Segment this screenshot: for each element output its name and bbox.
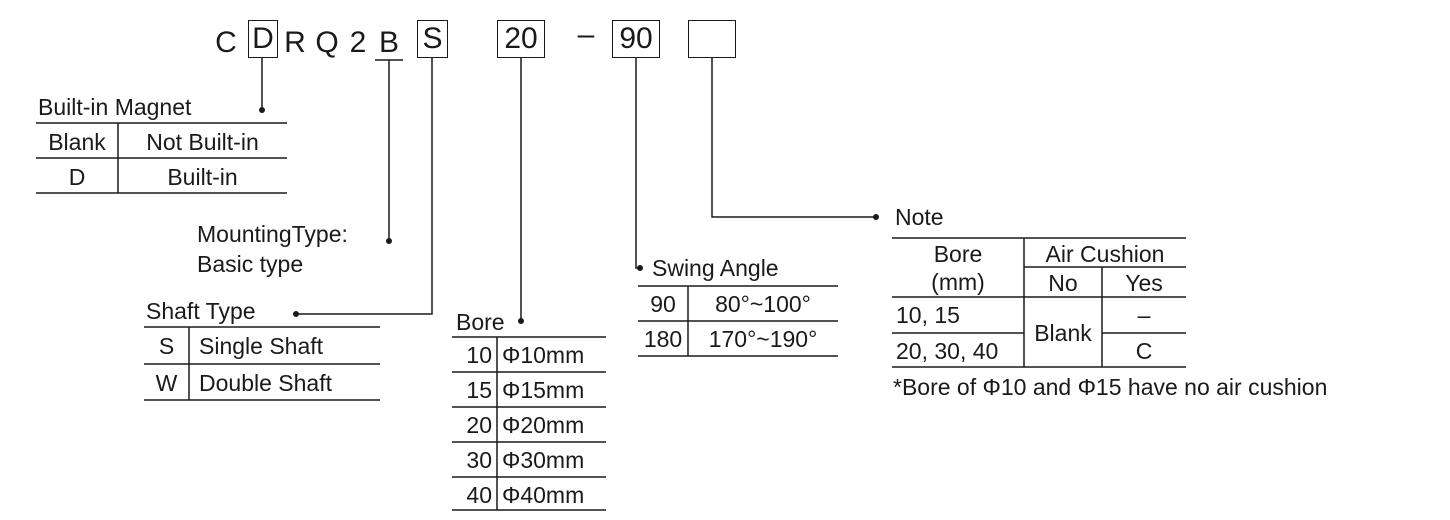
code-letter-r: R — [284, 26, 306, 59]
swing-title: Swing Angle — [652, 255, 779, 281]
code-box-magnet — [248, 20, 278, 58]
code-letter-b: B — [378, 26, 399, 59]
bore-desc: Φ40mm — [502, 482, 585, 508]
note-row-bore: 10, 15 — [896, 302, 960, 328]
bore-code: 40 — [466, 482, 492, 508]
note-yes-value: C — [1135, 338, 1153, 364]
note-no-header: No — [1048, 270, 1078, 296]
shaft-code: S — [158, 333, 175, 359]
dot-mounting — [386, 238, 392, 244]
bore-title: Bore — [456, 309, 505, 335]
magnet-code: D — [68, 164, 86, 190]
code-box-shaft — [417, 20, 448, 58]
dot-shaft — [293, 311, 299, 317]
bore-desc: Φ30mm — [502, 447, 585, 473]
dot-bore — [518, 318, 524, 324]
bore-code: 20 — [466, 412, 492, 438]
note-bore-header: Bore — [933, 241, 983, 267]
magnet-desc: Built-in — [167, 164, 238, 190]
code-letter-q: Q — [315, 26, 339, 59]
note-bore-unit: (mm) — [931, 269, 985, 295]
swing-desc: 170°~190° — [708, 326, 818, 352]
shaft-desc: Double Shaft — [199, 370, 332, 396]
shaft-code: W — [155, 370, 178, 396]
bore-code: 10 — [466, 342, 492, 368]
code-box-bore — [497, 20, 545, 58]
code-letter-2: 2 — [349, 26, 367, 59]
bore-desc: Φ15mm — [502, 377, 585, 403]
bore-desc: Φ20mm — [502, 412, 585, 438]
note-no-value: Blank — [1034, 320, 1092, 346]
dot-note — [873, 214, 879, 220]
mounting-value: Basic type — [197, 251, 304, 277]
note-row-bore: 20, 30, 40 — [896, 338, 999, 364]
code-letter-d: D — [252, 22, 274, 55]
code-dash: – — [577, 18, 595, 51]
code-letter-c: C — [215, 26, 237, 59]
bore-desc: Φ10mm — [502, 342, 585, 368]
dot-magnet — [259, 107, 265, 113]
bore-code: 30 — [466, 447, 492, 473]
leader-shaft — [298, 58, 433, 315]
shaft-desc: Single Shaft — [199, 333, 324, 359]
code-box-angle — [612, 20, 660, 58]
code-bore-value: 20 — [504, 22, 538, 55]
bore-code: 15 — [466, 377, 492, 403]
magnet-title: Built-in Magnet — [38, 94, 192, 120]
code-angle-value: 90 — [619, 22, 653, 55]
note-title: Note — [895, 204, 944, 230]
mounting-label: MountingType: — [197, 221, 348, 247]
shaft-title: Shaft Type — [146, 298, 256, 324]
swing-desc: 80°~100° — [715, 291, 811, 317]
magnet-desc: Not Built-in — [146, 129, 259, 155]
magnet-code: Blank — [48, 129, 106, 155]
note-yes-value: – — [1137, 302, 1151, 328]
leader-note — [711, 58, 874, 218]
code-box-option — [688, 20, 736, 58]
swing-code: 90 — [650, 291, 676, 317]
note-footnote: *Bore of Φ10 and Φ15 have no air cushion — [893, 374, 1328, 400]
note-yes-header: Yes — [1125, 270, 1163, 296]
note-air-cushion-header: Air Cushion — [1045, 241, 1165, 267]
swing-code: 180 — [643, 326, 683, 352]
dot-swing — [637, 265, 643, 271]
code-letter-s: S — [422, 22, 443, 55]
leader-swing — [635, 58, 642, 269]
